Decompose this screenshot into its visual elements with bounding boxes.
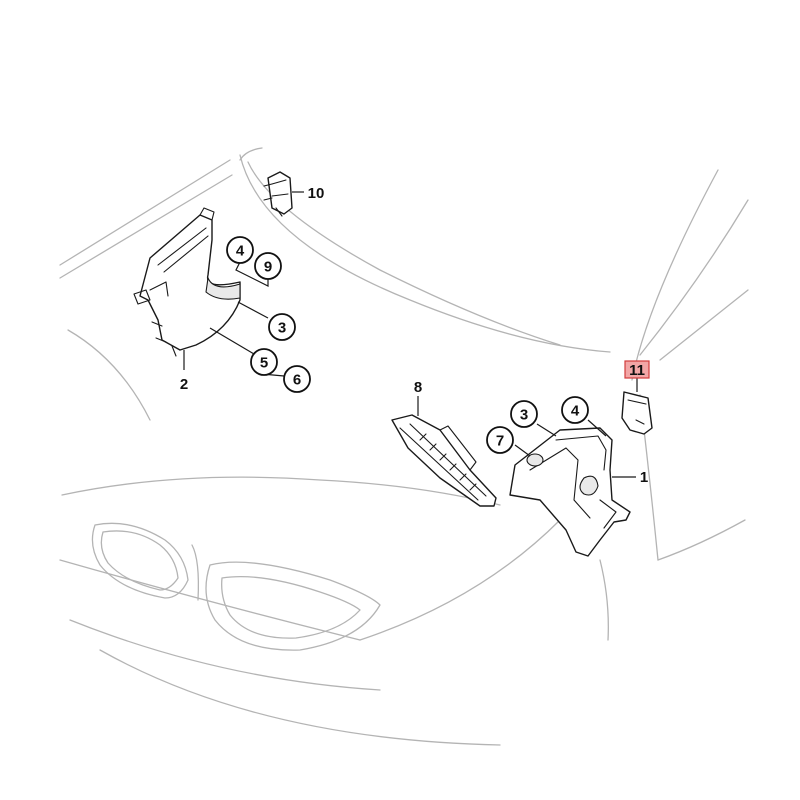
callout-6-text: 6	[293, 372, 301, 389]
car-outline	[59, 147, 749, 746]
bumper-intake	[99, 649, 501, 746]
label-10[interactable]: 10	[308, 185, 325, 202]
label-1[interactable]: 1	[640, 469, 648, 486]
headlight-inner	[221, 576, 361, 639]
callout-3-left[interactable]: 3	[268, 313, 296, 341]
fender-to-bumper	[359, 519, 561, 641]
callout-4-right[interactable]: 4	[561, 396, 589, 424]
callout-7-text: 7	[496, 433, 504, 450]
right-door-line	[657, 519, 746, 561]
a-pillar-line	[59, 174, 233, 279]
right-fender-upper-2	[659, 289, 749, 361]
front-bumper-upper	[59, 559, 361, 641]
callout-4-left[interactable]: 4	[226, 236, 254, 264]
part-2-trim-panel[interactable]	[133, 207, 241, 370]
headlight-outline	[205, 561, 381, 651]
right-wheel-arch	[599, 559, 609, 641]
callout-9[interactable]: 9	[254, 252, 282, 280]
windshield-corner	[631, 169, 719, 381]
label-2[interactable]: 2	[180, 376, 188, 393]
callout-7[interactable]: 7	[486, 426, 514, 454]
windshield-line	[59, 159, 231, 266]
part-7-grommet[interactable]	[526, 453, 544, 467]
callout-4-right-text: 4	[571, 403, 580, 420]
kidney-grille-left-inner	[100, 530, 179, 591]
part-11-plate[interactable]	[621, 376, 653, 435]
kidney-grille-right-edge	[191, 544, 200, 601]
left-fender-line	[67, 329, 151, 421]
callout-5-text: 5	[260, 355, 268, 372]
kidney-grille-left	[91, 522, 189, 599]
callout-4-left-text: 4	[236, 243, 245, 260]
callout-3-left-text: 3	[278, 320, 286, 337]
right-fender-upper	[639, 199, 749, 356]
hood-leading-edge	[239, 154, 611, 353]
label-11-highlight[interactable]: 11	[624, 360, 650, 379]
callout-5[interactable]: 5	[250, 348, 278, 376]
label-11: 11	[629, 362, 645, 379]
callout-3-right[interactable]: 3	[510, 400, 538, 428]
callout-3-right-text: 3	[520, 407, 528, 424]
callout-6[interactable]: 6	[283, 365, 311, 393]
part-10-bracket[interactable]	[263, 171, 304, 217]
callout-9-text: 9	[264, 259, 272, 276]
label-8[interactable]: 8	[414, 379, 422, 396]
hood-crease	[61, 476, 501, 506]
part-1-trim-panel[interactable]	[509, 427, 636, 557]
label-11-highlight-box	[624, 360, 650, 379]
front-bumper-lower	[69, 619, 381, 691]
part-8-vent-grille[interactable]	[391, 396, 497, 507]
